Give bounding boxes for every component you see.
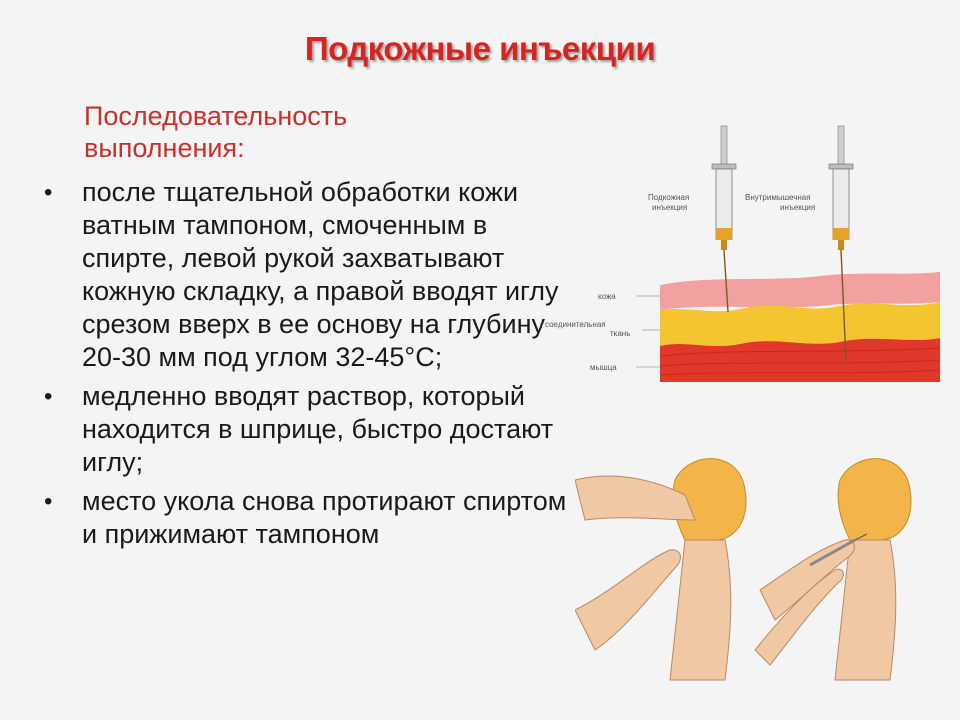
slide-title: Подкожные инъекции: [304, 30, 656, 67]
label-tissue-1: соединительная: [545, 320, 606, 329]
subtitle-line-2: выполнения:: [84, 133, 245, 163]
steps-list: • после тщательной обработки кожи ватным…: [40, 176, 580, 557]
arm-fold-illustration: [575, 458, 747, 681]
list-item: • место укола снова протирают спиртом и …: [40, 485, 580, 551]
list-item: • после тщательной обработки кожи ватным…: [40, 176, 580, 374]
label-tissue-2: ткань: [610, 329, 630, 338]
label-subcut-2: инъекция: [652, 203, 687, 212]
label-im-1: Внутримышечная: [745, 193, 811, 202]
label-skin: кожа: [598, 292, 616, 301]
bullet-icon: •: [44, 488, 53, 515]
skin-layer: [660, 272, 940, 310]
syringe-right-icon: Внутримышечная инъекция: [745, 125, 854, 363]
step-text: место укола снова протирают спиртом и пр…: [82, 486, 567, 549]
injection-diagram: кожа соединительная ткань мышца Подкожна…: [545, 125, 941, 382]
label-muscle: мышца: [590, 363, 617, 372]
injection-illustration: [575, 440, 955, 690]
bullet-icon: •: [44, 179, 53, 206]
label-subcut-1: Подкожная: [648, 193, 689, 202]
step-text: после тщательной обработки кожи ватным т…: [82, 177, 559, 372]
label-im-2: инъекция: [780, 203, 815, 212]
list-item: • медленно вводят раствор, который наход…: [40, 380, 580, 479]
bullet-icon: •: [44, 383, 53, 410]
step-text: медленно вводят раствор, который находит…: [82, 381, 554, 477]
syringe-left-icon: Подкожная инъекция: [648, 125, 737, 313]
subtitle-line-1: Последовательность: [84, 101, 348, 131]
slide-subtitle: Последовательность выполнения:: [84, 100, 484, 164]
arm-injection-illustration: [754, 458, 912, 681]
fat-layer: [660, 302, 940, 346]
muscle-layer: [660, 338, 940, 382]
